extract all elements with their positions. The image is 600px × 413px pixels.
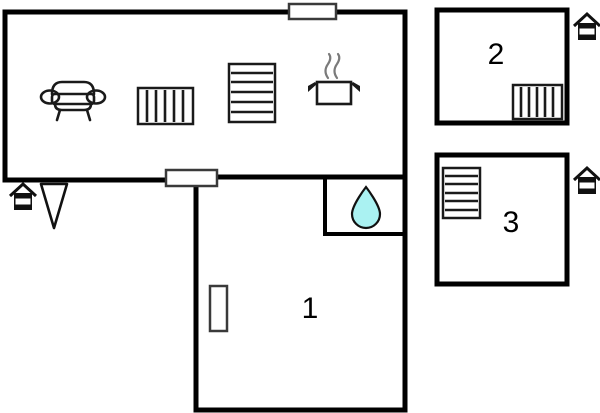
- room-label-2: 2: [488, 38, 505, 71]
- openings: [164, 2, 338, 333]
- room-labels: 1 2 3: [302, 38, 520, 325]
- radiator-icon-main-vertical: [136, 86, 195, 126]
- radiator-icon-room2: [511, 83, 564, 121]
- window-top: [287, 2, 338, 21]
- window-main-bottom: [164, 168, 219, 188]
- room-label-3: 3: [503, 206, 520, 239]
- house-entrance-marker-room3: [572, 165, 600, 194]
- room-outlines: [2, 7, 570, 413]
- water-drop-icon: [350, 185, 382, 230]
- window-room1-left: [208, 284, 229, 333]
- house-entrance-marker-main: [8, 181, 38, 210]
- sofa-icon: [39, 80, 107, 122]
- room-label-1: 1: [302, 292, 319, 325]
- cooking-stove-icon: [308, 52, 360, 106]
- radiator-icon-main-horizontal: [227, 62, 277, 124]
- house-entrance-marker-room2: [572, 11, 600, 40]
- radiator-icon-room3: [441, 166, 482, 220]
- view-direction-marker: [39, 182, 69, 230]
- bathroom-divider: [323, 177, 405, 236]
